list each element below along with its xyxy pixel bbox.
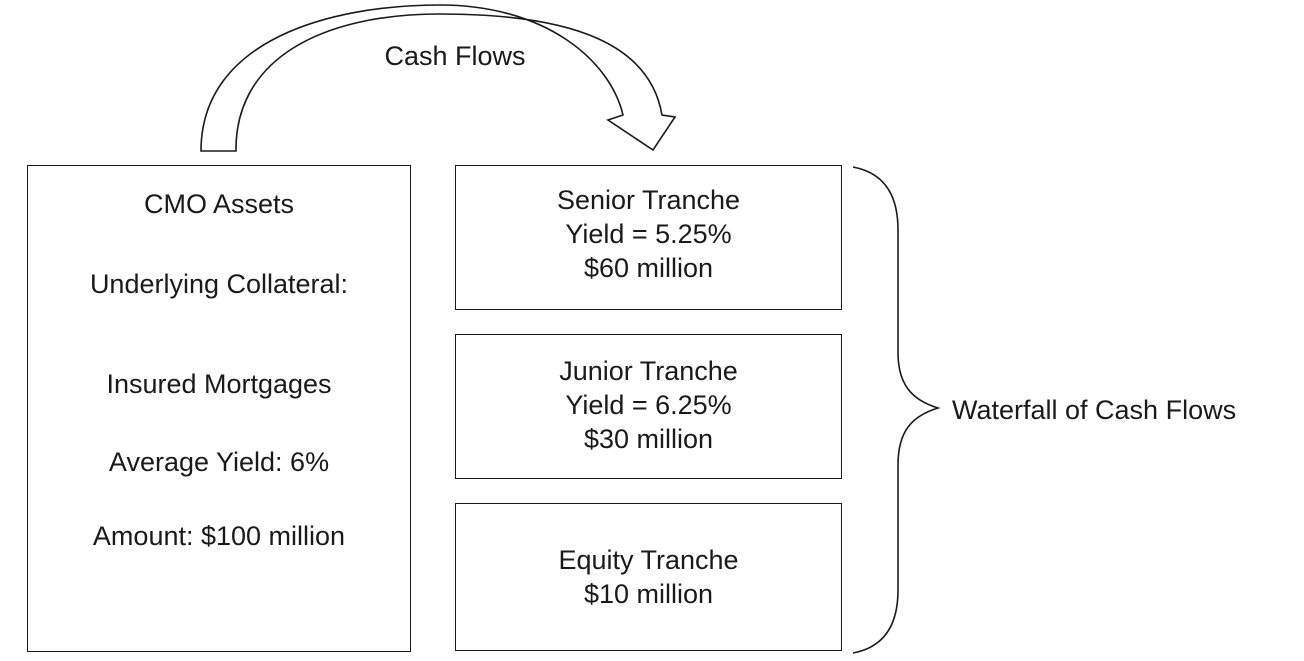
- waterfall-label: Waterfall of Cash Flows: [952, 395, 1237, 425]
- senior-tranche-text: Senior Tranche Yield = 5.25% $60 million: [455, 183, 842, 285]
- assets-title: CMO Assets: [143, 189, 295, 219]
- senior-tranche-name: Senior Tranche: [556, 185, 741, 215]
- cash-flows-arrow: [200, 4, 677, 152]
- senior-tranche-box: [455, 165, 842, 310]
- junior-tranche-amount: $30 million: [583, 424, 714, 454]
- waterfall-brace: [852, 166, 941, 654]
- assets-collateral-type: Insured Mortgages: [106, 369, 332, 399]
- cmo-assets-box: [27, 165, 411, 652]
- junior-tranche-box: [455, 334, 842, 479]
- equity-tranche-name: Equity Tranche: [558, 545, 739, 575]
- junior-tranche-yield: Yield = 6.25%: [565, 390, 732, 420]
- junior-tranche-name: Junior Tranche: [559, 356, 738, 386]
- equity-tranche-text: Equity Tranche $10 million: [455, 543, 842, 611]
- senior-tranche-amount: $60 million: [583, 253, 714, 283]
- junior-tranche-text: Junior Tranche Yield = 6.25% $30 million: [455, 354, 842, 456]
- assets-subtitle: Underlying Collateral:: [89, 269, 349, 299]
- senior-tranche-yield: Yield = 5.25%: [565, 219, 732, 249]
- cash-flows-label: Cash Flows: [384, 41, 526, 71]
- equity-tranche-amount: $10 million: [583, 579, 714, 609]
- assets-average-yield: Average Yield: 6%: [108, 447, 330, 477]
- assets-amount: Amount: $100 million: [92, 521, 346, 551]
- equity-tranche-box: [455, 503, 842, 651]
